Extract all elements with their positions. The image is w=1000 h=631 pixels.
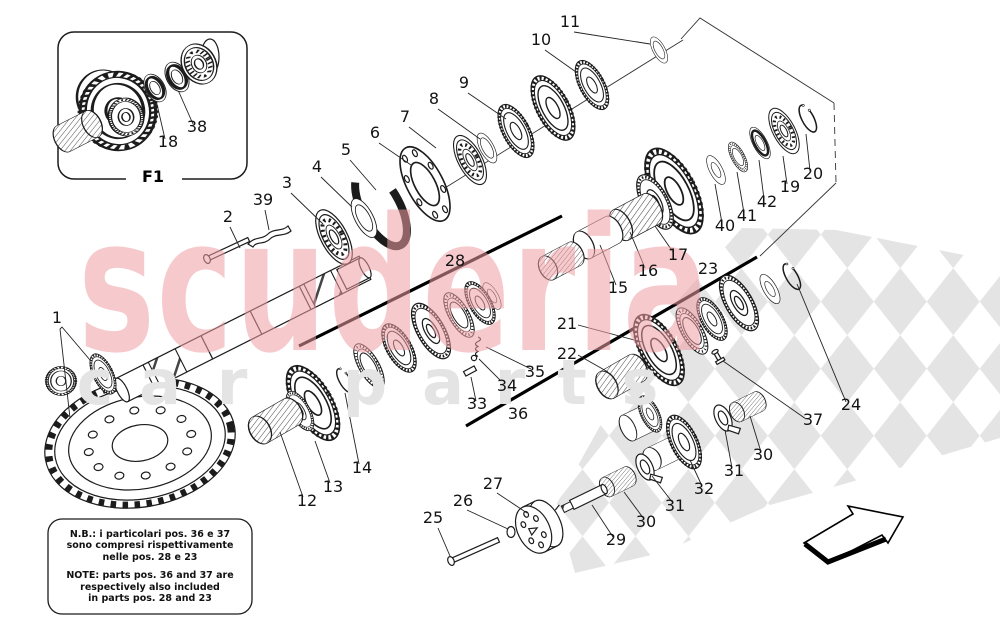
part-label-7: 7	[400, 107, 410, 126]
part-gear-10	[566, 53, 618, 117]
watermark-letter: t	[557, 346, 587, 419]
part-label-13: 13	[323, 477, 343, 496]
part-label-18: 18	[158, 132, 178, 151]
watermark-letter: s	[622, 346, 659, 419]
part-clip-39-drawing	[247, 225, 292, 248]
part-label-31: 31	[724, 461, 744, 480]
part-gear-9	[488, 97, 544, 165]
leader-lines	[59, 31, 847, 557]
part-label-1: 1	[52, 308, 62, 327]
part-label-8: 8	[429, 89, 439, 108]
part-label-39: 39	[253, 190, 273, 209]
part-label-37: 37	[803, 410, 823, 429]
watermark-letter: c	[77, 346, 114, 419]
part-label-27: 27	[483, 474, 503, 493]
part-label-32: 32	[694, 479, 714, 498]
part-bolt-25-drawing	[447, 536, 501, 566]
part-label-16: 16	[638, 261, 658, 280]
part-washer-31r-drawing	[713, 404, 742, 435]
part-label-30: 30	[753, 445, 773, 464]
part-label-36: 36	[508, 404, 528, 423]
part-number-labels: 1239345678910111838281213143334353615161…	[52, 12, 861, 549]
part-snapring-20	[794, 101, 822, 136]
part-pinion-end	[46, 366, 76, 395]
part-label-2: 2	[223, 207, 233, 226]
part-label-41: 41	[737, 206, 757, 225]
note-italian: N.B.: i particolari pos. 36 e 37 sono co…	[66, 528, 234, 563]
part-label-20: 20	[803, 164, 823, 183]
part-label-40: 40	[715, 216, 735, 235]
part-label-30: 30	[636, 512, 656, 531]
direction-arrow	[802, 504, 905, 565]
watermark-letter: a	[139, 346, 181, 419]
part-ring-42	[744, 123, 776, 163]
part-label-25: 25	[423, 508, 443, 527]
part-label-26: 26	[453, 491, 473, 510]
part-nut-26-drawing	[506, 525, 516, 539]
part-key-33-drawing	[462, 365, 478, 377]
part-bolt-2-drawing	[203, 236, 251, 264]
part-label-31: 31	[665, 496, 685, 515]
part-label-38: 38	[187, 117, 207, 136]
part-stud-29-drawing	[560, 483, 608, 514]
note-english: NOTE: parts pos. 36 and 37 are respectiv…	[66, 570, 234, 604]
part-label-10: 10	[531, 30, 551, 49]
part-label-6: 6	[370, 123, 380, 142]
figure-box: F1	[48, 31, 248, 186]
part-washer-31l-drawing	[635, 453, 664, 484]
checkered-flag	[556, 228, 1000, 573]
figure-box-label: F1	[142, 167, 164, 186]
part-label-23: 23	[698, 259, 718, 278]
part-label-21: 21	[557, 314, 577, 333]
part-label-4: 4	[312, 157, 322, 176]
part-label-34: 34	[497, 376, 517, 395]
watermark-letter: r	[217, 346, 248, 419]
note-box: N.B.: i particolari pos. 36 e 37 sono co…	[48, 519, 252, 614]
part-label-28: 28	[445, 251, 465, 270]
part-spring-35-drawing	[474, 336, 482, 358]
part-label-35: 35	[525, 362, 545, 381]
watermark-letter: p	[343, 346, 387, 419]
part-label-12: 12	[297, 491, 317, 510]
part-label-5: 5	[341, 140, 351, 159]
part-label-14: 14	[352, 458, 372, 477]
part-label-15: 15	[608, 278, 628, 297]
part-housing-27-drawing	[514, 499, 564, 554]
part-ring-41	[723, 138, 753, 176]
watermark-letter: r	[495, 346, 526, 419]
part-label-11: 11	[560, 12, 580, 31]
part-label-42: 42	[757, 192, 777, 211]
watermark-line1: scuderia	[78, 179, 711, 394]
part-ball-34-drawing	[470, 354, 478, 362]
watermark-letter: a	[422, 346, 464, 419]
note-box-border	[47, 518, 253, 615]
part-label-33: 33	[467, 394, 487, 413]
part-label-17: 17	[668, 245, 688, 264]
part-label-3: 3	[282, 173, 292, 192]
part-label-24: 24	[841, 395, 861, 414]
part-label-9: 9	[459, 73, 469, 92]
part-label-22: 22	[557, 344, 577, 363]
part-label-19: 19	[780, 177, 800, 196]
part-label-29: 29	[606, 530, 626, 549]
part-lay-shaft-drawing	[114, 255, 372, 403]
part-pin-37-drawing	[711, 348, 726, 366]
